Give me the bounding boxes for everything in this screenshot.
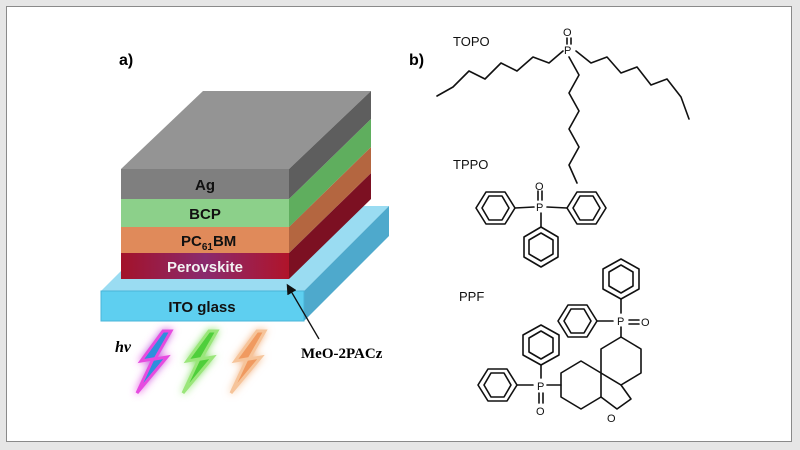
tppo-phenyl-down-inner (528, 232, 554, 262)
ppf-ring-left (560, 360, 602, 410)
ppf-phenyl-left-up-inner (528, 330, 554, 360)
panel-a-label: a) (119, 52, 133, 69)
ag-text: Ag (195, 177, 215, 194)
ppf-phosphorus-top: P (617, 316, 624, 328)
pcbm-text-main: PC (181, 233, 202, 250)
lightning-bolt-icon (229, 329, 268, 394)
tppo-phenyl-left (475, 191, 516, 225)
bcp-layer: BCP (121, 119, 371, 227)
figure-canvas: a) ITO glass Perovskite PC61BM BCP Ag Me… (100, 27, 690, 425)
tppo-bond-right (546, 206, 568, 209)
tppo-bond-left (514, 206, 535, 209)
tppo-oxygen: O (535, 181, 544, 193)
sam-label: MeO-2PACz (301, 346, 383, 362)
ppf-phenyl-left-inner (483, 372, 512, 398)
pcbm-layer: PC61BM (121, 147, 371, 253)
tppo-phenyl-down (523, 226, 559, 268)
ppf-ring-right (600, 336, 642, 386)
ppf-oxygen-top: O (641, 317, 650, 329)
topo-label: TOPO (453, 34, 490, 49)
topo-chain-left (436, 50, 564, 97)
topo-structure: O P (436, 27, 690, 184)
lightning-bolt-icon (181, 329, 220, 394)
tppo-phenyl-left-inner (481, 195, 510, 221)
pcbm-text: PC61BM (181, 233, 236, 253)
figure-frame: a) ITO glass Perovskite PC61BM BCP Ag Me… (6, 6, 792, 442)
ppf-label: PPF (459, 289, 484, 304)
topo-chain-right (575, 50, 690, 120)
topo-chain-down (568, 56, 580, 184)
tppo-phosphorus: P (536, 202, 543, 214)
ppf-phenyl-top-left-inner (563, 308, 592, 334)
lightning-bolt-icon (135, 329, 174, 394)
pcbm-text-subscript: 61 (202, 242, 214, 253)
ppf-phenyl-left-up (522, 324, 560, 366)
perovskite-layer: Perovskite (121, 173, 371, 279)
ppf-phenyl-top-inner (608, 264, 634, 294)
tppo-structure: O P (475, 181, 607, 268)
tppo-label: TPPO (453, 157, 488, 172)
ppf-furan-oxygen: O (607, 413, 616, 425)
ppf-oxygen-left: O (536, 406, 545, 418)
bcp-text: BCP (189, 206, 221, 223)
topo-phosphorus: P (564, 45, 571, 57)
ag-layer: Ag (121, 91, 371, 199)
light-label: hv (115, 339, 132, 356)
ppf-phenyl-top (602, 258, 640, 300)
perovskite-text: Perovskite (167, 259, 243, 276)
topo-oxygen: O (563, 27, 572, 39)
ppf-phosphorus-left: P (537, 381, 544, 393)
ppf-furan (600, 384, 632, 410)
ppf-phenyl-left (477, 368, 518, 402)
sam-arrow (286, 283, 320, 340)
tppo-phenyl-right (566, 191, 607, 225)
ito-glass-text: ITO glass (168, 299, 235, 316)
pcbm-text-tail: BM (213, 233, 236, 250)
ppf-structure: O P O P O (477, 258, 650, 425)
panel-b-label: b) (409, 52, 424, 69)
tppo-phenyl-right-inner (572, 195, 601, 221)
ppf-phenyl-top-left (557, 304, 598, 338)
